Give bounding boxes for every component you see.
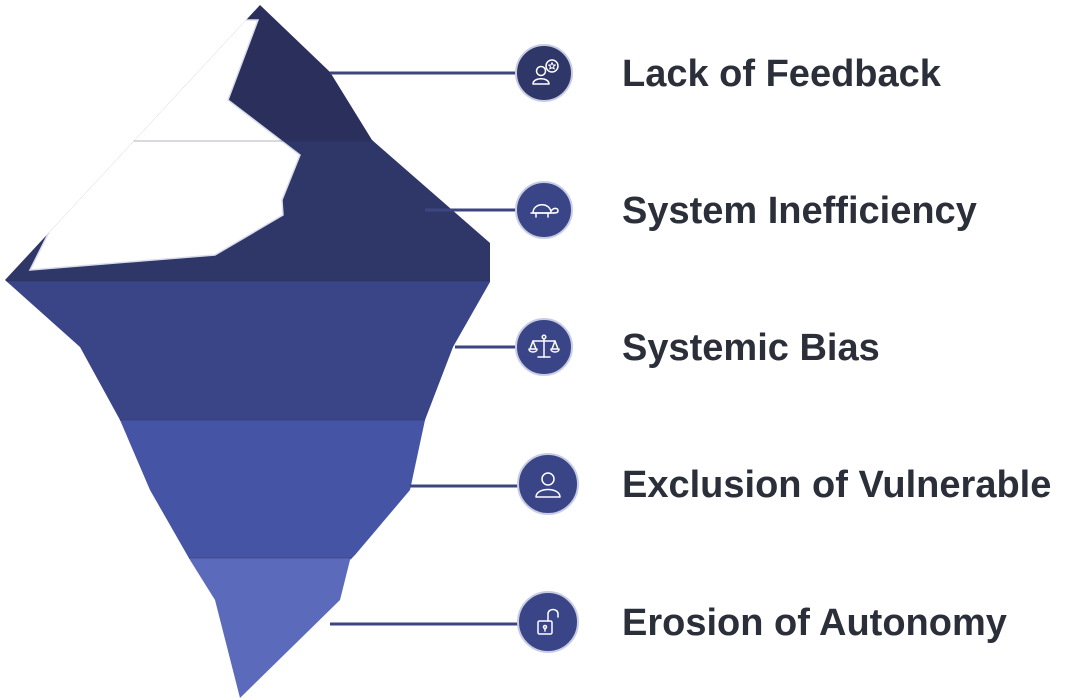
item-systemic-bias: Systemic Bias	[515, 318, 880, 376]
item-label: Systemic Bias	[622, 327, 880, 369]
iceberg-layer-5	[5, 558, 490, 698]
item-system-inefficiency: System Inefficiency	[515, 181, 977, 239]
icon-badge	[515, 44, 573, 102]
iceberg-layer-3	[5, 281, 490, 421]
iceberg-layer-1	[5, 5, 490, 141]
item-label: Exclusion of Vulnerable	[622, 464, 1051, 506]
user-icon	[535, 472, 561, 498]
unlocked-padlock-icon	[537, 608, 559, 635]
feedback-user-star-icon	[532, 59, 559, 85]
icon-badge	[515, 181, 573, 239]
item-lack-of-feedback: Lack of Feedback	[515, 44, 942, 102]
icon-badge	[517, 591, 579, 653]
turtle-icon	[530, 204, 559, 218]
item-label: Lack of Feedback	[622, 53, 942, 95]
item-exclusion-of-vulnerable: Exclusion of Vulnerable	[517, 453, 1051, 515]
iceberg-layer-4	[5, 420, 490, 559]
connectors	[330, 71, 520, 626]
icon-badge	[517, 453, 579, 515]
balance-scale-icon	[528, 334, 560, 358]
item-label: System Inefficiency	[622, 190, 977, 232]
iceberg	[5, 5, 490, 698]
item-label: Erosion of Autonomy	[622, 602, 1007, 644]
item-erosion-of-autonomy: Erosion of Autonomy	[517, 591, 1007, 653]
